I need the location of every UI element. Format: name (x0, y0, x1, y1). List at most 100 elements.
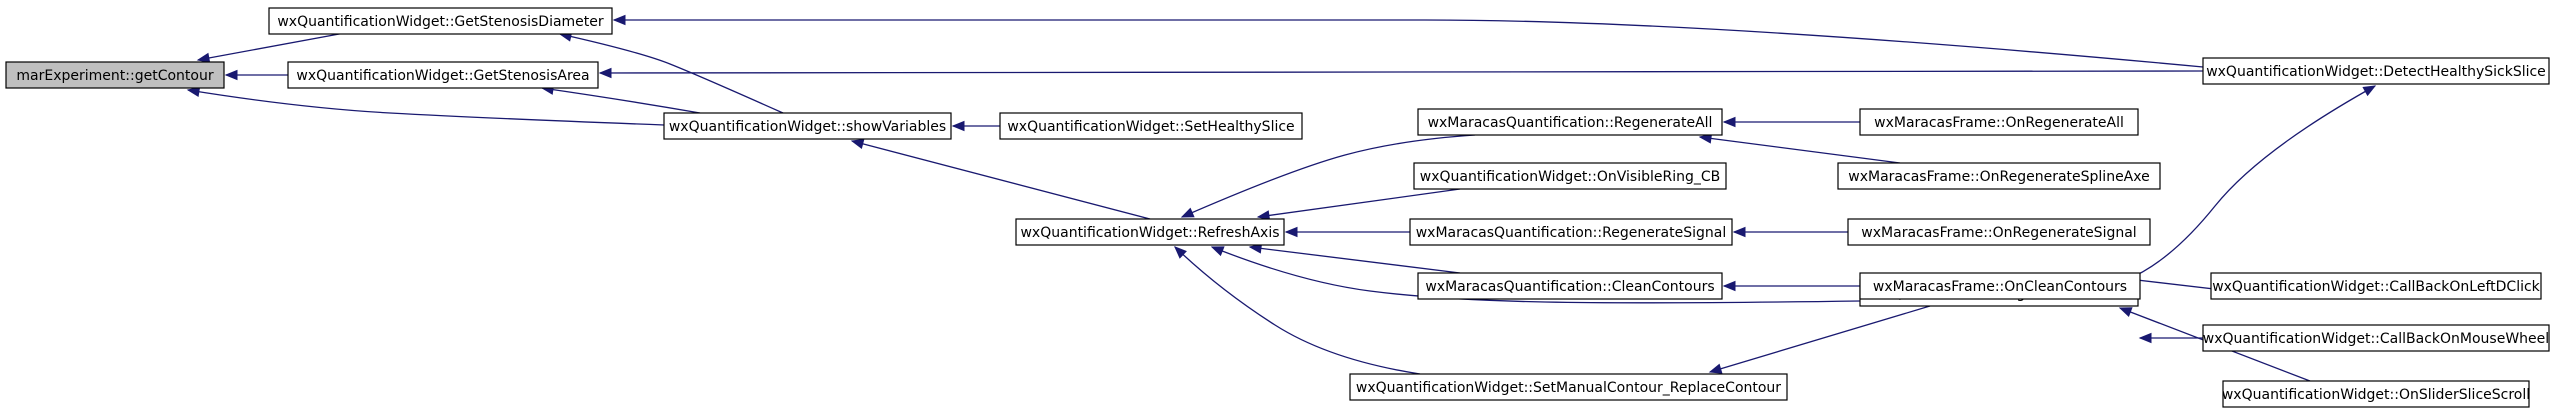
arrowhead-icon (186, 86, 201, 98)
node-label: wxMaracasFrame::OnRegenerateSignal (1861, 225, 2136, 241)
graph-node[interactable]: wxMaracasQuantification::CleanContours (1417, 272, 1723, 300)
arrowhead-icon (1210, 246, 1225, 257)
call-edge (598, 67, 2204, 79)
node-box (1417, 272, 1723, 300)
node-box (287, 61, 599, 89)
call-edge (612, 14, 2204, 68)
arrowhead-icon (1708, 363, 1723, 374)
arrowhead-icon (196, 52, 211, 64)
node-label: wxQuantificationWidget::GetStenosisDiame… (277, 14, 604, 30)
call-edge (1180, 134, 1476, 218)
graph-node[interactable]: wxQuantificationWidget::OnSliderSliceScr… (2222, 380, 2530, 408)
graph-node[interactable]: wxQuantificationWidget::GetStenosisDiame… (268, 7, 613, 35)
call-edge (1722, 280, 1860, 292)
node-label: marExperiment::getContour (16, 68, 213, 84)
node-label: wxQuantificationWidget::OnSliderSliceScr… (2222, 387, 2530, 403)
graph-node[interactable]: wxQuantificationWidget::CallBackOnLeftDC… (2210, 272, 2542, 300)
edge-line (541, 87, 701, 114)
node-label: wxMaracasQuantification::RegenerateSigna… (1416, 225, 1727, 241)
graph-node[interactable]: wxQuantificationWidget::GetStenosisArea (287, 61, 599, 89)
node-box (2222, 380, 2530, 408)
graph-node[interactable]: wxMaracasFrame::OnRegenerateSignal (1847, 218, 2151, 246)
node-box (1847, 218, 2151, 246)
node-label: wxMaracasFrame::OnRegenerateAll (1874, 115, 2124, 131)
edge-line (559, 33, 784, 114)
call-edge (1698, 133, 1901, 164)
node-label: wxMaracasQuantification::RegenerateAll (1428, 115, 1713, 131)
graph-node[interactable]: wxQuantificationWidget::SetHealthySlice (999, 112, 1303, 140)
call-edge (540, 84, 701, 114)
arrowhead-icon (1722, 280, 1736, 292)
node-label: wxMaracasFrame::OnCleanContours (1873, 279, 2127, 295)
arrowhead-icon (850, 138, 865, 149)
call-edge (224, 69, 288, 81)
node-box (2210, 272, 2542, 300)
arrowhead-icon (2118, 307, 2133, 318)
arrowhead-icon (1732, 226, 1746, 238)
edge-line (1174, 246, 1421, 375)
edges (186, 14, 2377, 382)
graph-node[interactable]: wxMaracasQuantification::RegenerateSigna… (1409, 218, 1733, 246)
node-box (1859, 272, 2141, 300)
call-edge (2138, 332, 2203, 344)
edge-line (614, 19, 2204, 68)
call-edge (186, 86, 665, 126)
graph-node[interactable]: wxMaracasFrame::OnCleanContours (1859, 272, 2141, 300)
call-edge (1248, 243, 1461, 274)
node-box (1015, 218, 1285, 246)
edge-line (851, 140, 1151, 220)
node-box (999, 112, 1303, 140)
arrowhead-icon (1284, 226, 1298, 238)
graph-node[interactable]: wxMaracasQuantification::RegenerateAll (1417, 108, 1723, 136)
node-label: wxQuantificationWidget::showVariables (669, 119, 946, 135)
edge-line (1181, 134, 1476, 218)
arrowhead-icon (1174, 246, 1187, 259)
node-box (663, 112, 952, 140)
call-edge (1256, 188, 1461, 221)
graph-node[interactable]: wxQuantificationWidget::CallBackOnMouseW… (2202, 324, 2550, 352)
arrowhead-icon (612, 14, 626, 26)
call-edge (951, 120, 1000, 132)
graph-node[interactable]: wxQuantificationWidget::OnVisibleRing_CB (1413, 162, 1727, 190)
node-label: wxMaracasFrame::OnRegenerateSplineAxe (1848, 169, 2149, 185)
graph-node[interactable]: wxQuantificationWidget::SetManualContour… (1349, 373, 1788, 401)
call-edge (1284, 226, 1410, 238)
edge-line (2125, 85, 2376, 281)
edge-line (1699, 136, 1901, 164)
arrowhead-icon (2362, 85, 2377, 97)
node-label: wxQuantificationWidget::RefreshAxis (1020, 225, 1279, 241)
arrowhead-icon (1722, 116, 1736, 128)
call-edge (1210, 246, 1861, 304)
node-box (2202, 57, 2550, 85)
graph-node[interactable]: wxMaracasFrame::OnRegenerateAll (1859, 108, 2139, 136)
node-label: wxQuantificationWidget::GetStenosisArea (296, 68, 589, 84)
node-box (5, 61, 225, 89)
call-edge (1174, 246, 1421, 375)
node-label: wxQuantificationWidget::DetectHealthySic… (2206, 64, 2546, 80)
node-label: wxQuantificationWidget::SetHealthySlice (1007, 119, 1294, 135)
edge-line (1257, 188, 1461, 218)
graph-node[interactable]: wxQuantificationWidget::DetectHealthySic… (2202, 57, 2550, 85)
edge-line (1709, 305, 1931, 373)
arrowhead-icon (1180, 207, 1195, 218)
call-edge (2125, 85, 2377, 281)
call-edge (850, 138, 1151, 220)
node-label: wxQuantificationWidget::SetManualContour… (1356, 380, 1781, 396)
arrowhead-icon (224, 69, 238, 81)
graph-node[interactable]: wxQuantificationWidget::showVariables (663, 112, 952, 140)
node-box (1859, 108, 2139, 136)
call-edge (1732, 226, 1848, 238)
graph-node[interactable]: marExperiment::getContour (5, 61, 225, 89)
node-label: wxQuantificationWidget::CallBackOnLeftDC… (2212, 279, 2540, 295)
arrowhead-icon (598, 67, 612, 79)
node-box (1413, 162, 1727, 190)
node-box (268, 7, 613, 35)
call-edge (1722, 116, 1860, 128)
node-box (1417, 108, 1723, 136)
graph-node[interactable]: wxQuantificationWidget::RefreshAxis (1015, 218, 1285, 246)
call-edge (196, 31, 351, 64)
edge-line (197, 31, 351, 61)
arrowhead-icon (951, 120, 965, 132)
edge-line (1249, 246, 1461, 274)
graph-node[interactable]: wxMaracasFrame::OnRegenerateSplineAxe (1837, 162, 2161, 190)
